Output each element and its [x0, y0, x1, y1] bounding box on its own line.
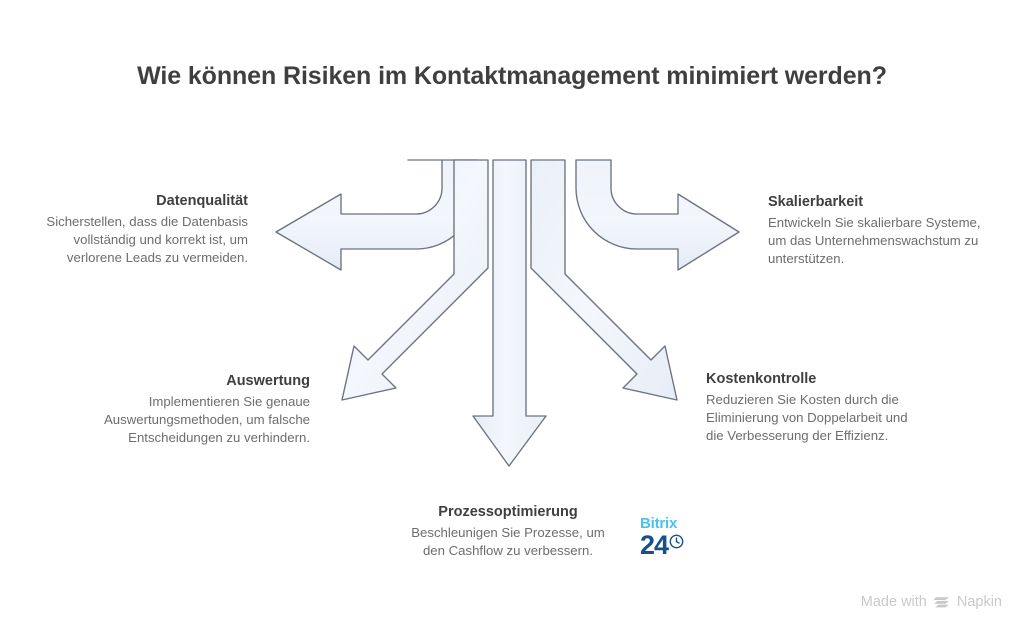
arrow-down-right — [530, 159, 678, 401]
bitrix24-logo: Bitrix 24 — [640, 516, 706, 562]
node-prozessoptimierung: Prozessoptimierung Beschleunigen Sie Pro… — [408, 503, 608, 560]
watermark-brand: Napkin — [956, 594, 1002, 610]
arrow-down-left — [341, 159, 489, 401]
node-body: Sicherstellen, dass die Datenbasis volls… — [46, 213, 248, 265]
node-body: Reduzieren Sie Kosten durch die Eliminie… — [706, 391, 908, 443]
node-heading: Datenqualität — [156, 193, 248, 209]
arrow-down — [472, 159, 547, 467]
page-title: Wie können Risiken im Kontaktmanagement … — [137, 62, 887, 90]
node-skalierbarkeit: Skalierbarkeit Entwickeln Sie skalierbar… — [768, 193, 983, 268]
bitrix-wordmark: Bitrix — [640, 515, 678, 532]
napkin-logo-icon — [933, 594, 951, 610]
node-datenqualitaet: Datenqualität Sicherstellen, dass die Da… — [18, 192, 248, 267]
bitrix-number: 24 — [640, 530, 669, 560]
node-body: Implementieren Sie genaue Auswertungsmet… — [104, 393, 310, 445]
node-heading: Kostenkontrolle — [706, 371, 817, 387]
clock-icon — [669, 534, 684, 553]
node-kostenkontrolle: Kostenkontrolle Reduzieren Sie Kosten du… — [706, 370, 926, 445]
arrow-right — [575, 159, 740, 271]
node-heading: Skalierbarkeit — [768, 194, 864, 210]
arrow-left-band — [275, 159, 478, 271]
node-auswertung: Auswertung Implementieren Sie genaue Aus… — [98, 372, 310, 447]
napkin-watermark: Made with Napkin — [861, 594, 1002, 610]
node-body: Beschleunigen Sie Prozesse, um den Cashf… — [411, 524, 605, 558]
node-body: Entwickeln Sie skalierbare Systeme, um d… — [768, 214, 981, 266]
watermark-prefix: Made with — [860, 594, 927, 610]
node-heading: Prozessoptimierung — [438, 504, 578, 520]
node-heading: Auswertung — [226, 373, 310, 389]
